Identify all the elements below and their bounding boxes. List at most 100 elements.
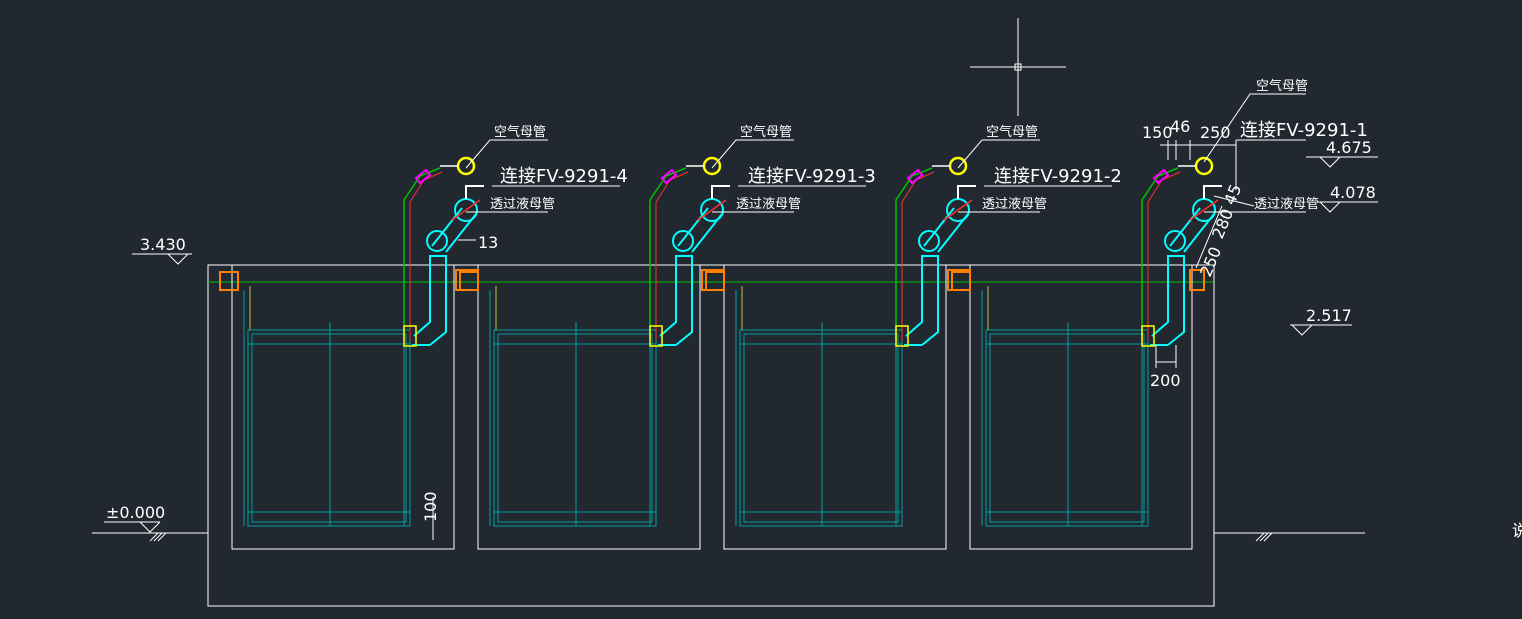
dim-46: 46 [1170, 117, 1190, 136]
elbow-joint-2 [918, 230, 940, 252]
elbow-a-4 [431, 207, 463, 247]
pipe-assembly-3 [649, 156, 730, 347]
cell-2 [723, 264, 947, 550]
air-line-2 [895, 167, 933, 340]
dim-250b: 250 [1196, 244, 1225, 279]
membrane-inner-4 [251, 333, 407, 523]
tank-outer-wall [207, 264, 1215, 607]
connect-stub-4 [465, 185, 484, 199]
cell-1 [969, 264, 1193, 550]
header-flange-end [1189, 269, 1205, 291]
foot-fitting-2 [895, 325, 909, 347]
header-flange-2 [701, 269, 725, 291]
connect-stub-3 [711, 185, 730, 199]
elevation-markers [104, 156, 1378, 533]
membrane-frame-4 [247, 329, 411, 527]
air-line-inner-4 [409, 171, 443, 340]
air-header-pipe-2 [948, 156, 968, 176]
air-line-inner-1 [1147, 171, 1181, 340]
membrane-frame-1 [985, 329, 1149, 527]
dim-150: 150 [1142, 123, 1173, 142]
centerline-4 [451, 199, 481, 221]
dim-250: 250 [1200, 123, 1231, 142]
cell-4 [231, 264, 455, 550]
membrane-inner-3 [497, 333, 653, 523]
centerline-2 [943, 199, 973, 221]
elbow-joint-3 [672, 230, 694, 252]
flange-1 [951, 271, 971, 291]
air-line-3 [649, 167, 687, 340]
dim-45: 45 [1220, 182, 1245, 208]
membrane-module-4 [243, 286, 411, 527]
dim-200: 200 [1150, 371, 1181, 390]
dim-100: 100 [421, 491, 440, 522]
pipe-assemblies [403, 156, 1222, 347]
pipe-assembly-1 [1141, 156, 1222, 347]
dim-13: 13 [478, 233, 498, 252]
air-header-label-3: 空气母管 [740, 124, 792, 140]
air-line-inner-2 [901, 171, 935, 340]
filtrate-header-label-1: 透过液母管 [1254, 197, 1319, 212]
membrane-frame-3 [493, 329, 657, 527]
ground-hatch-icon [149, 532, 1273, 542]
tank-structure [92, 264, 1365, 607]
membrane-frame-2 [739, 329, 903, 527]
filtrate-riser-2 [905, 255, 939, 346]
pipe-assembly-4 [403, 156, 484, 347]
centerline-1 [1189, 199, 1219, 221]
level-ground-label: ±0.000 [106, 503, 165, 522]
air-line-4 [403, 167, 441, 340]
connect-stub-2 [957, 185, 976, 199]
air-header-pipe-3 [702, 156, 722, 176]
level-mid-label: 4.078 [1330, 183, 1376, 202]
header-flange-3 [947, 269, 971, 291]
air-header-label-1: 空气母管 [1256, 78, 1308, 94]
membrane-module-1 [981, 286, 1149, 527]
filtrate-header-label-4: 透过液母管 [490, 197, 555, 212]
flange-2 [705, 271, 725, 291]
air-valve-3 [660, 168, 678, 185]
membrane-inner-1 [989, 333, 1145, 523]
level-top-label: 4.675 [1326, 138, 1372, 157]
air-line-inner-3 [655, 171, 689, 340]
elbow-joint-4 [426, 230, 448, 252]
connect-label-2: 连接FV-9291-2 [994, 166, 1122, 187]
edge-text: 说 [1512, 521, 1522, 540]
header-flange-1 [455, 269, 479, 291]
air-line-1 [1141, 167, 1179, 340]
air-header-label-4: 空气母管 [494, 124, 546, 140]
foot-fitting-4 [403, 325, 417, 347]
elbow-a-2 [923, 207, 955, 247]
connect-label-1: 连接FV-9291-1 [1240, 120, 1368, 141]
air-valve-4 [414, 168, 432, 185]
connect-label-4: 连接FV-9291-4 [500, 166, 628, 187]
dimension-lines [432, 139, 1306, 540]
centerline-3 [697, 199, 727, 221]
pipe-assembly-2 [895, 156, 976, 347]
foot-fitting-3 [649, 325, 663, 347]
connect-label-3: 连接FV-9291-3 [748, 166, 876, 187]
flange-4 [219, 271, 239, 291]
air-header-pipe-4 [456, 156, 476, 176]
membrane-module-2 [735, 286, 903, 527]
dim-280: 280 [1208, 206, 1237, 241]
filtrate-header-label-3: 透过液母管 [736, 197, 801, 212]
elbow-a-1 [1169, 207, 1201, 247]
membrane-cells [219, 264, 1193, 550]
level-water-label: 2.517 [1306, 306, 1352, 325]
crosshair-cursor-icon [970, 18, 1066, 116]
elbow-joint-1 [1164, 230, 1186, 252]
air-valve-2 [906, 168, 924, 185]
filtrate-riser-4 [413, 255, 447, 346]
connect-stub-1 [1203, 185, 1222, 199]
level-wall-label: 3.430 [140, 235, 186, 254]
flange-3 [459, 271, 479, 291]
leader-lines [465, 93, 1306, 213]
cell-3 [477, 264, 701, 550]
membrane-module-3 [489, 286, 657, 527]
air-header-label-2: 空气母管 [986, 124, 1038, 140]
unit-labels: 空气母管 连接FV-9291-4 透过液母管 空气母管 连接FV-9291-3 … [490, 78, 1368, 212]
membrane-inner-2 [743, 333, 899, 523]
filtrate-header-label-2: 透过液母管 [982, 197, 1047, 212]
